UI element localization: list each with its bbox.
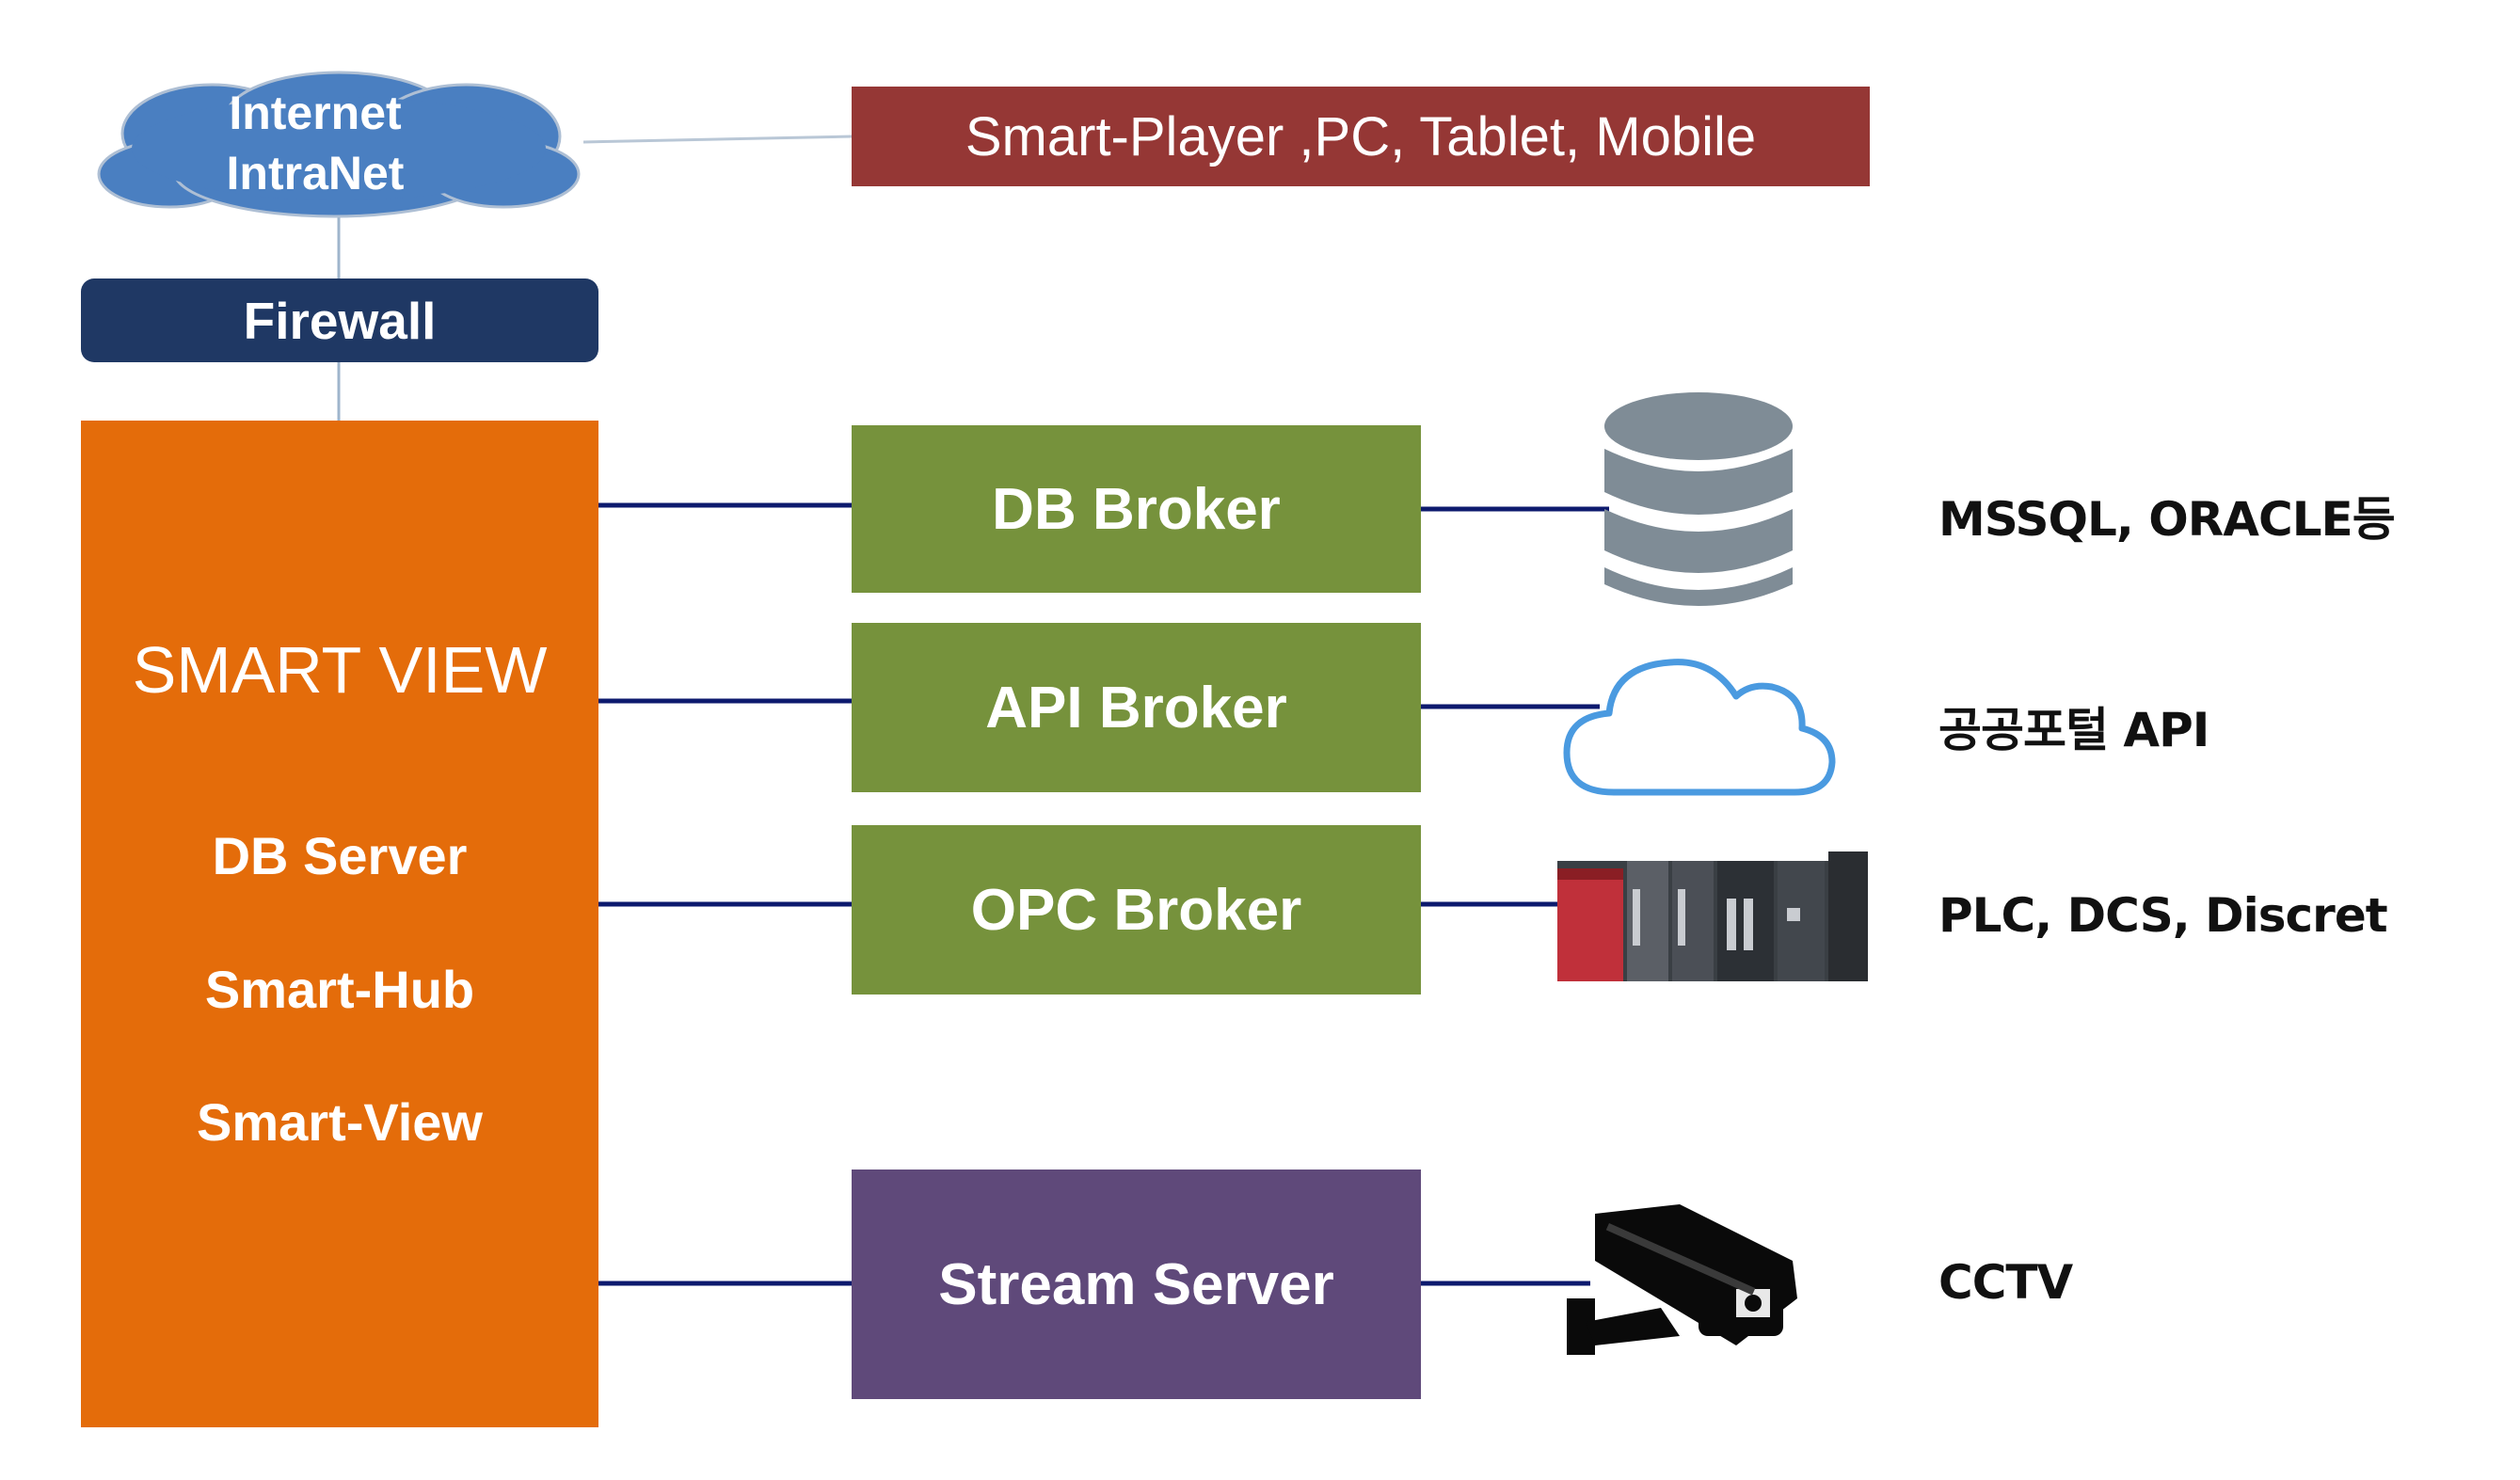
cloud-to-clients-line [582, 135, 853, 144]
database-icon [1604, 392, 1793, 606]
component-smart-hub: Smart-Hub [204, 960, 475, 1019]
api-broker-box: API Broker [852, 623, 1421, 792]
firewall-box: Firewall [81, 278, 598, 362]
cctv-camera-icon [1567, 1204, 1797, 1355]
database-target-label: MSSQL, ORACLE등 [1938, 492, 2396, 547]
db-broker-box: DB Broker [852, 425, 1421, 593]
plc-target-label: PLC, DCS, Discret [1938, 888, 2388, 943]
component-smart-view: Smart-View [197, 1092, 483, 1152]
cloud-shape-icon [97, 71, 581, 218]
clients-box: Smart-Player ,PC, Tablet, Mobile [852, 87, 1870, 186]
cloud-icon [1563, 659, 1836, 796]
api-broker-label: API Broker [985, 675, 1287, 740]
internet-cloud: Internet IntraNet [89, 66, 588, 226]
api-target-label: 공공포털 API [1938, 703, 2209, 757]
component-db-server: DB Server [212, 826, 468, 885]
db-broker-label: DB Broker [992, 476, 1281, 542]
smart-view-title: SMART VIEW [132, 633, 548, 707]
smart-view-block: SMART VIEW DB Server Smart-Hub Smart-Vie… [81, 421, 598, 1427]
stream-server-label: Stream Server [938, 1251, 1334, 1317]
cctv-target-label: CCTV [1938, 1255, 2073, 1310]
cloud-label: Internet IntraNet [89, 83, 541, 203]
cloud-label-line1: Internet [229, 87, 402, 139]
opc-broker-label: OPC Broker [970, 877, 1302, 943]
opc-broker-box: OPC Broker [852, 825, 1421, 995]
firewall-label: Firewall [243, 291, 437, 350]
cloud-label-line2: IntraNet [226, 147, 405, 199]
stream-server-box: Stream Server [852, 1170, 1421, 1399]
clients-label: Smart-Player ,PC, Tablet, Mobile [965, 105, 1757, 167]
plc-device-icon [1557, 851, 1868, 981]
